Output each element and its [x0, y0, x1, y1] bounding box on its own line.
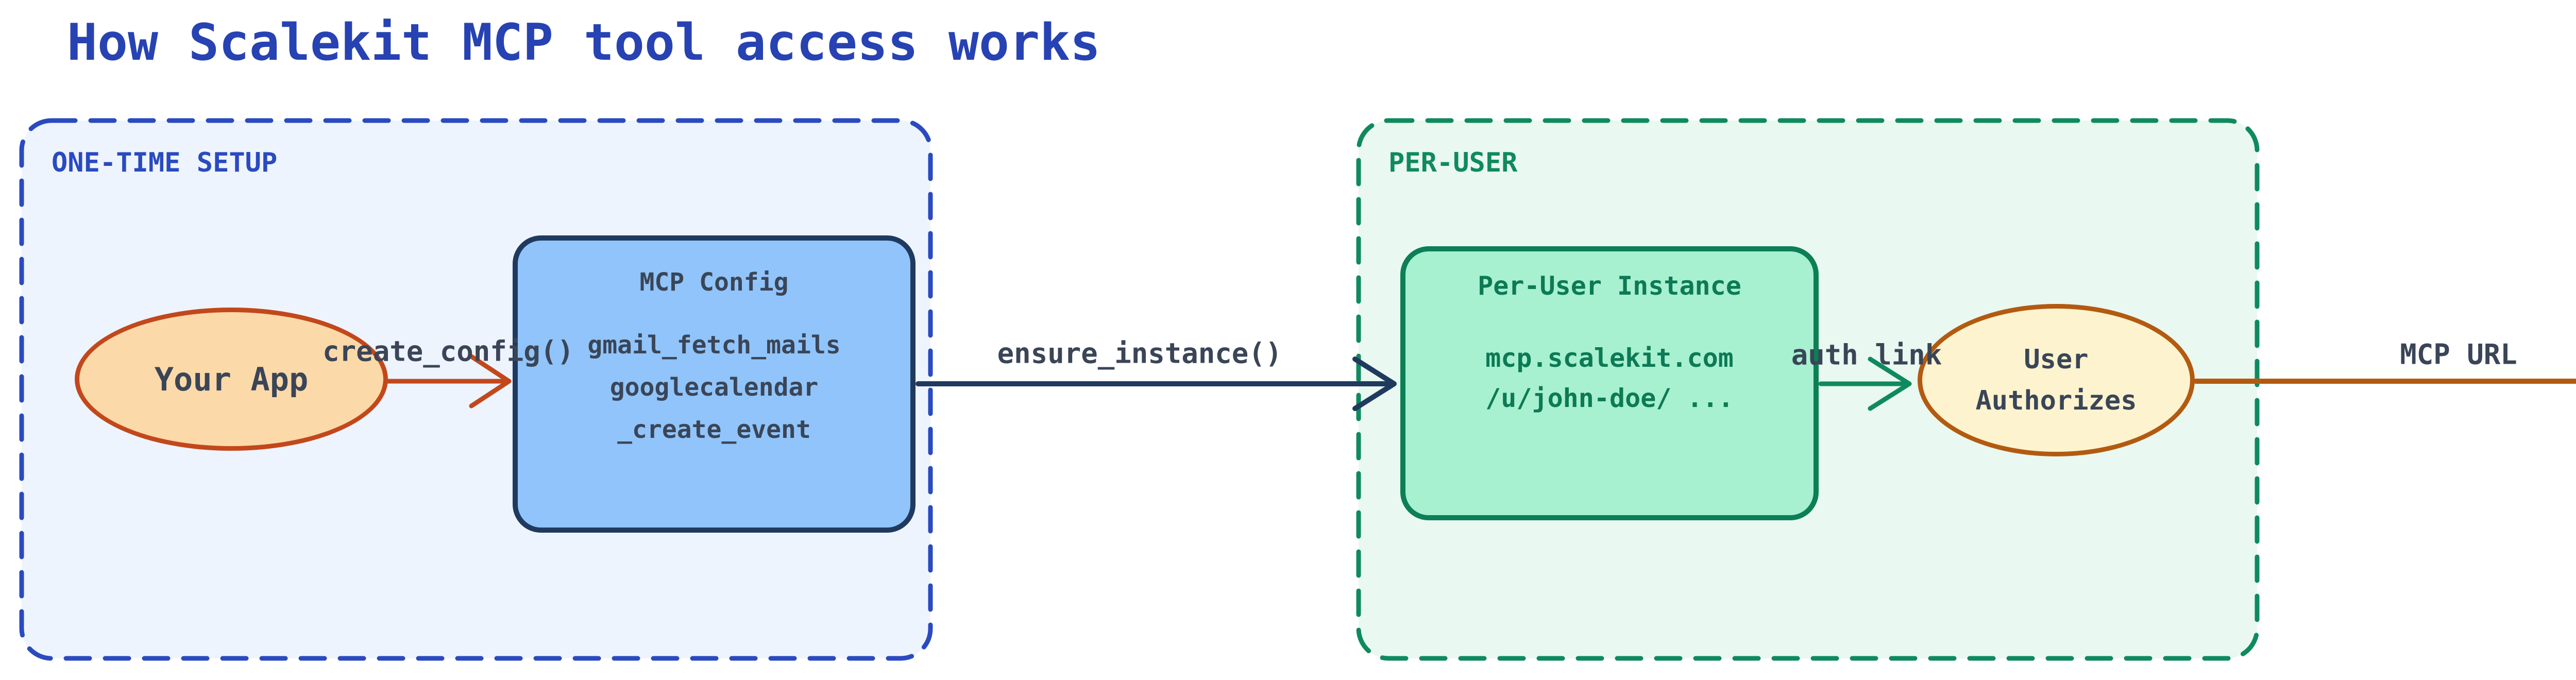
node-mcp-config-line-2: googlecalendar [609, 373, 819, 402]
node-per-user-instance-body: mcp.scalekit.com /u/john-doe/ ... [1485, 338, 1734, 418]
group-label-one-time-setup: ONE-TIME SETUP [52, 147, 278, 178]
node-your-app: Your App [75, 308, 388, 451]
node-mcp-config-body: gmail_fetch_mails googlecalendar _create… [587, 324, 840, 451]
group-per-user: PER-USER Per-User Instance mcp.scalekit.… [1357, 118, 2259, 660]
group-label-per-user: PER-USER [1388, 147, 1518, 178]
node-user-authorizes: User Authorizes [1918, 304, 2195, 456]
node-mcp-config-line-3: _create_event [617, 415, 811, 444]
edge-label-auth-link: auth link [1791, 338, 1942, 371]
edge-label-mcp-url: MCP URL [2400, 338, 2517, 371]
edge-label-ensure-instance: ensure_instance() [997, 337, 1282, 370]
node-mcp-config-line-1: gmail_fetch_mails [587, 331, 841, 360]
node-per-user-instance-line-1: mcp.scalekit.com [1485, 343, 1734, 373]
node-user-authorizes-line-1: User [2024, 344, 2089, 375]
node-per-user-instance-line-2: /u/john-doe/ ... [1485, 383, 1734, 413]
node-user-authorizes-line-2: Authorizes [1975, 385, 2137, 416]
node-mcp-config: MCP Config gmail_fetch_mails googlecalen… [513, 235, 916, 533]
edge-label-create-config: create_config() [323, 335, 574, 368]
group-one-time-setup: ONE-TIME SETUP Your App MCP Config gmail… [20, 118, 933, 660]
page-title: How Scalekit MCP tool access works [67, 13, 1101, 72]
node-per-user-instance-title: Per-User Instance [1478, 271, 1741, 301]
node-mcp-config-title: MCP Config [639, 268, 789, 297]
node-per-user-instance: Per-User Instance mcp.scalekit.com /u/jo… [1400, 246, 1819, 520]
node-your-app-label: Your App [154, 360, 309, 398]
